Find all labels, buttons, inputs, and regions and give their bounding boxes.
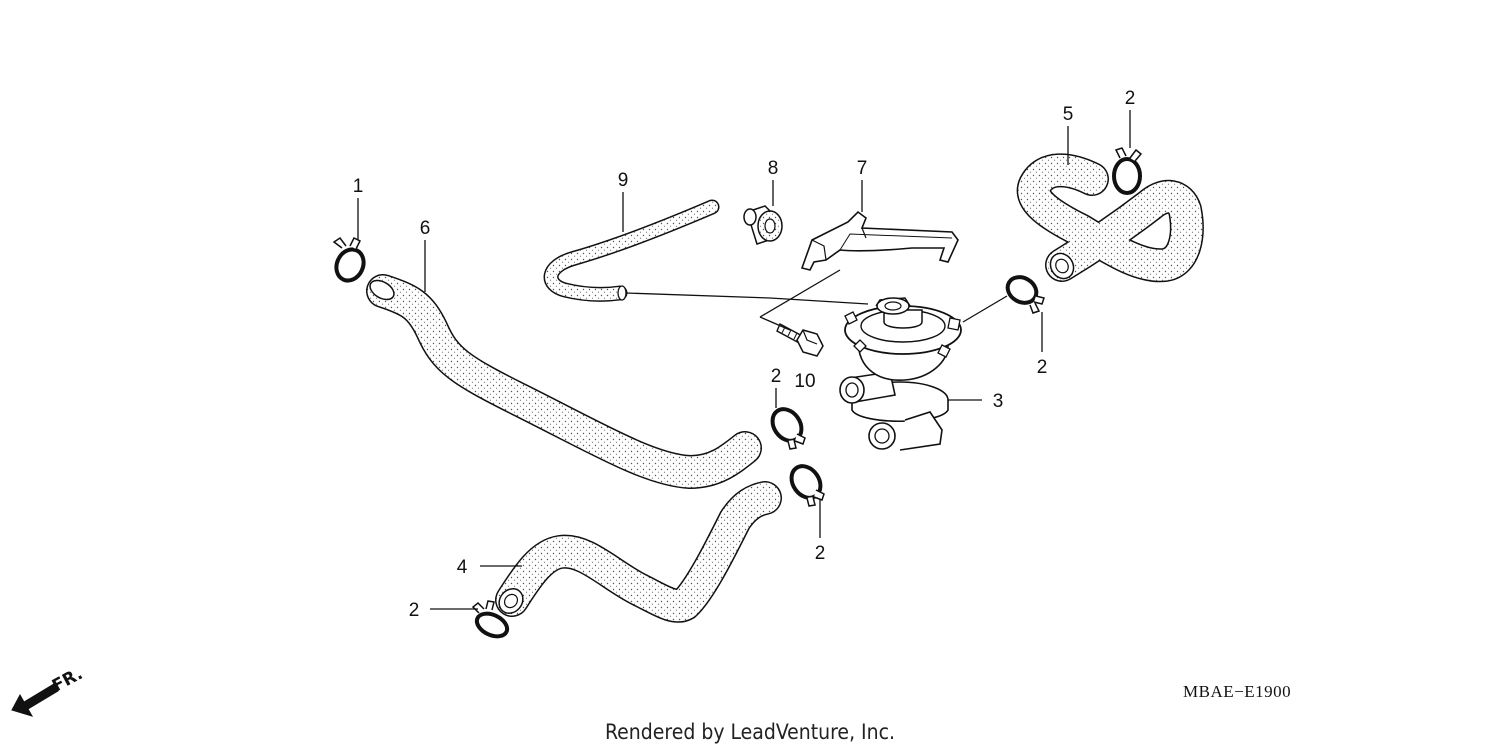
bolt-part-10[interactable] [776,323,824,357]
clamp-part-2-mid[interactable] [767,404,808,450]
hose-part-5[interactable] [1016,153,1204,283]
callout-2-right: 2 [1037,357,1048,378]
callout-2-low: 2 [815,543,826,564]
hose-part-4[interactable] [494,481,782,623]
diagram-code: MBAE−E1900 [1183,682,1291,701]
callouts: 1 6 9 8 7 5 2 10 2 2 3 2 4 2 [353,88,1136,621]
callout-2-top: 2 [1125,88,1136,109]
front-direction-indicator: FR. [11,664,86,717]
callout-6: 6 [420,218,431,239]
callout-9: 9 [618,170,629,191]
clamp-part-2-right[interactable] [1003,272,1045,314]
callout-5: 5 [1063,104,1074,125]
callout-8: 8 [768,158,779,179]
tube-part-9[interactable] [543,199,720,302]
hose-part-6[interactable] [366,274,762,490]
callout-3: 3 [993,391,1004,412]
callout-7: 7 [857,158,868,179]
callout-2-bottom: 2 [409,600,420,621]
render-credit: Rendered by LeadVenture, Inc. [605,720,895,744]
callout-10: 10 [794,371,815,392]
clamp-part-2-low[interactable] [786,461,827,507]
bracket-part-7[interactable] [800,210,959,271]
clamp-part-2-top[interactable] [1112,147,1143,195]
clamp-part-1[interactable] [331,236,368,285]
callout-4: 4 [457,557,468,578]
leader-lines [357,110,1131,610]
callout-1: 1 [353,176,364,197]
grommet-part-8[interactable] [743,205,783,245]
clamp-part-2-bottom[interactable] [471,600,511,641]
arrow-left-down-icon [11,683,59,717]
valve-part-3[interactable] [839,297,962,451]
callout-2-mid: 2 [771,366,782,387]
